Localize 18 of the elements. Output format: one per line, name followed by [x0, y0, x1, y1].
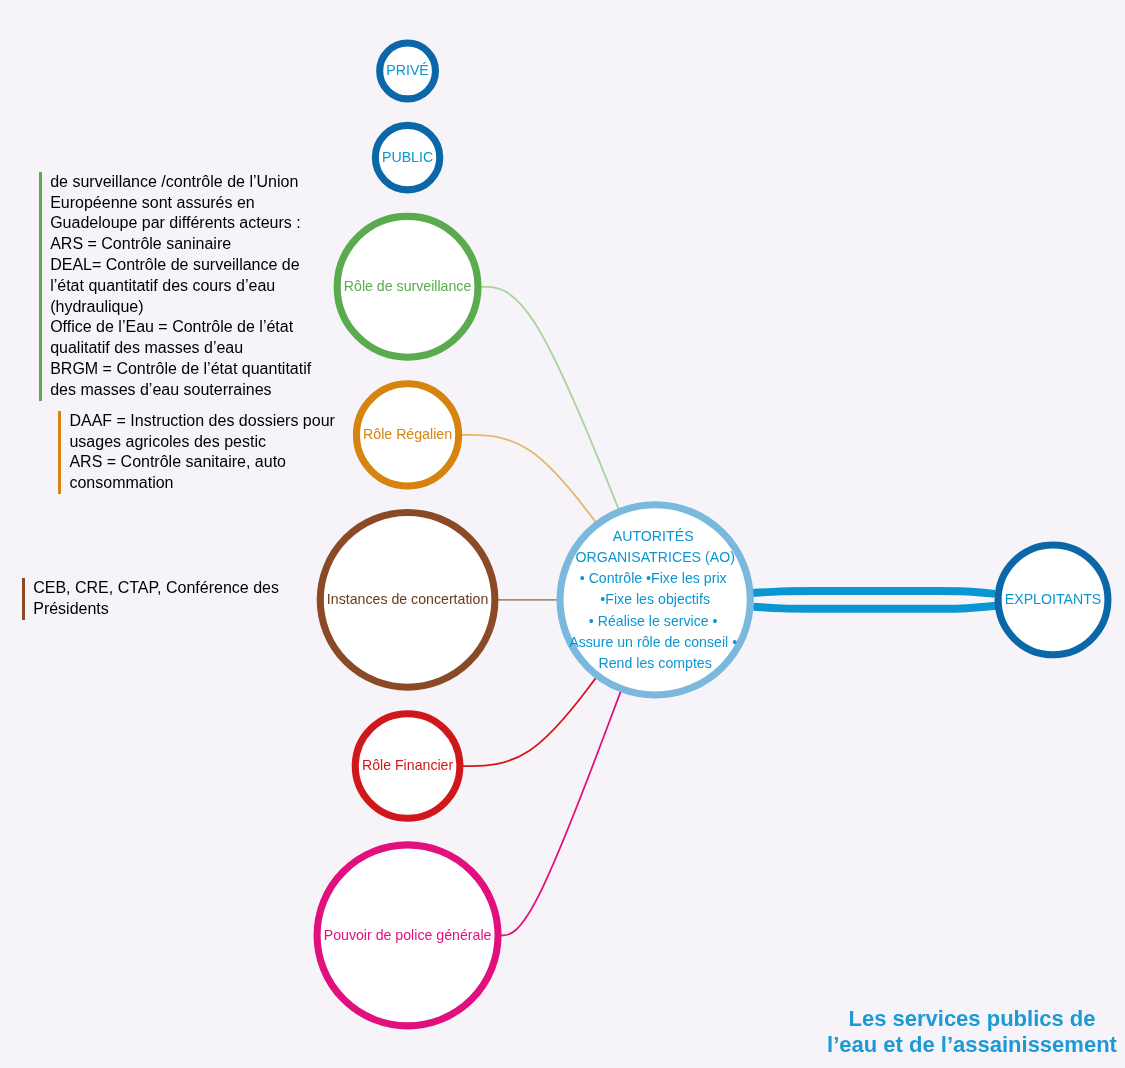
node-circle: Pouvoir de police générale: [313, 840, 502, 1029]
annotation-text: ARS = Contrôle sanitaire, auto consommation: [69, 452, 287, 494]
node-circle: EXPLOITANTS: [994, 540, 1112, 658]
annotation-text: ARS = Contrôle saninaire: [50, 234, 233, 255]
node-circle: Rôle de surveillance: [333, 212, 482, 361]
annotation-text: Office de l’Eau = Contrôle de l’état qualitatif des masses d’eau: [50, 317, 295, 359]
node-circle: PUBLIC: [371, 121, 444, 193]
annotation-text: de surveillance /contrôle de l’Union Européenne sont assurés en Guadeloupe par différents acteurs :: [50, 171, 302, 234]
node-circle: Instances de concertation: [316, 508, 499, 691]
node-circle: Rôle Financier: [351, 709, 464, 822]
annotation-text: DAAF = Instruction des dossiers pour usages agricoles des pestic: [69, 410, 336, 452]
annotation-text: CEB, CRE, CTAP, Conférence des Présidents: [33, 578, 280, 620]
annotation-text: BRGM = Contrôle de l’état quantitatif des masses d’eau souterraines: [50, 359, 313, 400]
node-circle: AUTORITÉS ORGANISATRICES (AO) • Contrôle •Fixe les prix •Fixe les objectifs • Réalise le service • Assure un rôle de conseil • Rend les comptes: [556, 500, 754, 699]
node-circle: Rôle Régalien: [352, 379, 463, 490]
node-circle: PRIVÉ: [376, 39, 439, 102]
section-heading: Les services publics de l’eau et de l’assainissement: [827, 1006, 1117, 1058]
annotation-text: DEAL= Contrôle de surveillance de l’état quantitatif des cours d’eau (hydraulique): [50, 255, 301, 317]
